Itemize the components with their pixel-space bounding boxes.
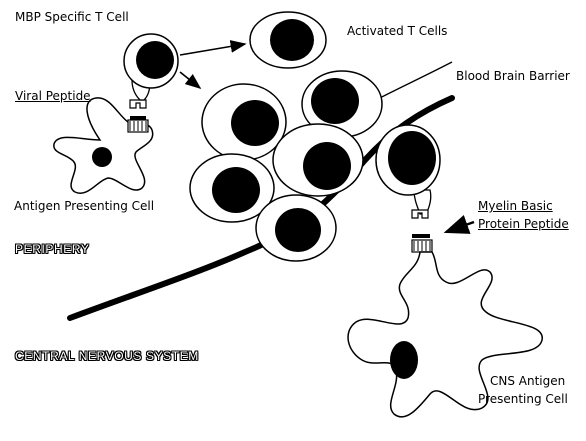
myelin-pointer-arrow xyxy=(446,222,474,232)
viral-peptide-label: Viral Peptide xyxy=(15,89,91,103)
cns-apc-mhc-receptor-icon xyxy=(412,240,432,252)
apc-mhc-receptor-icon xyxy=(128,120,148,132)
activation-arrow-lower xyxy=(180,72,200,88)
periphery-label: PERIPHERY xyxy=(15,242,90,256)
activated-t-cells-label: Activated T Cells xyxy=(347,24,447,38)
mbp-t-cell xyxy=(124,34,178,100)
activated-t-cell-6 xyxy=(256,195,336,261)
cns-apc-label-line2: Presenting Cell xyxy=(478,392,568,406)
activated-t-cell-3 xyxy=(202,84,286,160)
myelin-label-line1: Myelin Basic xyxy=(478,199,553,213)
activated-t-cell-1 xyxy=(250,12,326,68)
myelin-label-line2: Protein Peptide xyxy=(478,217,569,231)
activated-t-cell-4 xyxy=(273,124,363,196)
barrier-thin-line xyxy=(372,62,452,102)
cns-antigen-presenting-cell-nucleus xyxy=(390,341,418,379)
antigen-presenting-cell-label: Antigen Presenting Cell xyxy=(14,199,154,213)
migrating-t-cell xyxy=(376,125,440,214)
cns-apc-label-line1: CNS Antigen xyxy=(490,374,565,388)
mbp-t-cell-label: MBP Specific T Cell xyxy=(15,10,129,24)
antigen-presenting-cell-body xyxy=(54,98,153,193)
activation-arrow-top xyxy=(180,44,245,55)
viral-peptide-icon xyxy=(130,116,146,120)
myelin-basic-protein-peptide-icon xyxy=(412,234,430,238)
central-nervous-system-label: CENTRAL NERVOUS SYSTEM xyxy=(15,349,199,363)
t-cell-receptor-icon xyxy=(130,100,146,108)
antigen-presenting-cell-nucleus xyxy=(92,147,112,167)
blood-brain-barrier-label: Blood Brain Barrier xyxy=(456,69,570,83)
